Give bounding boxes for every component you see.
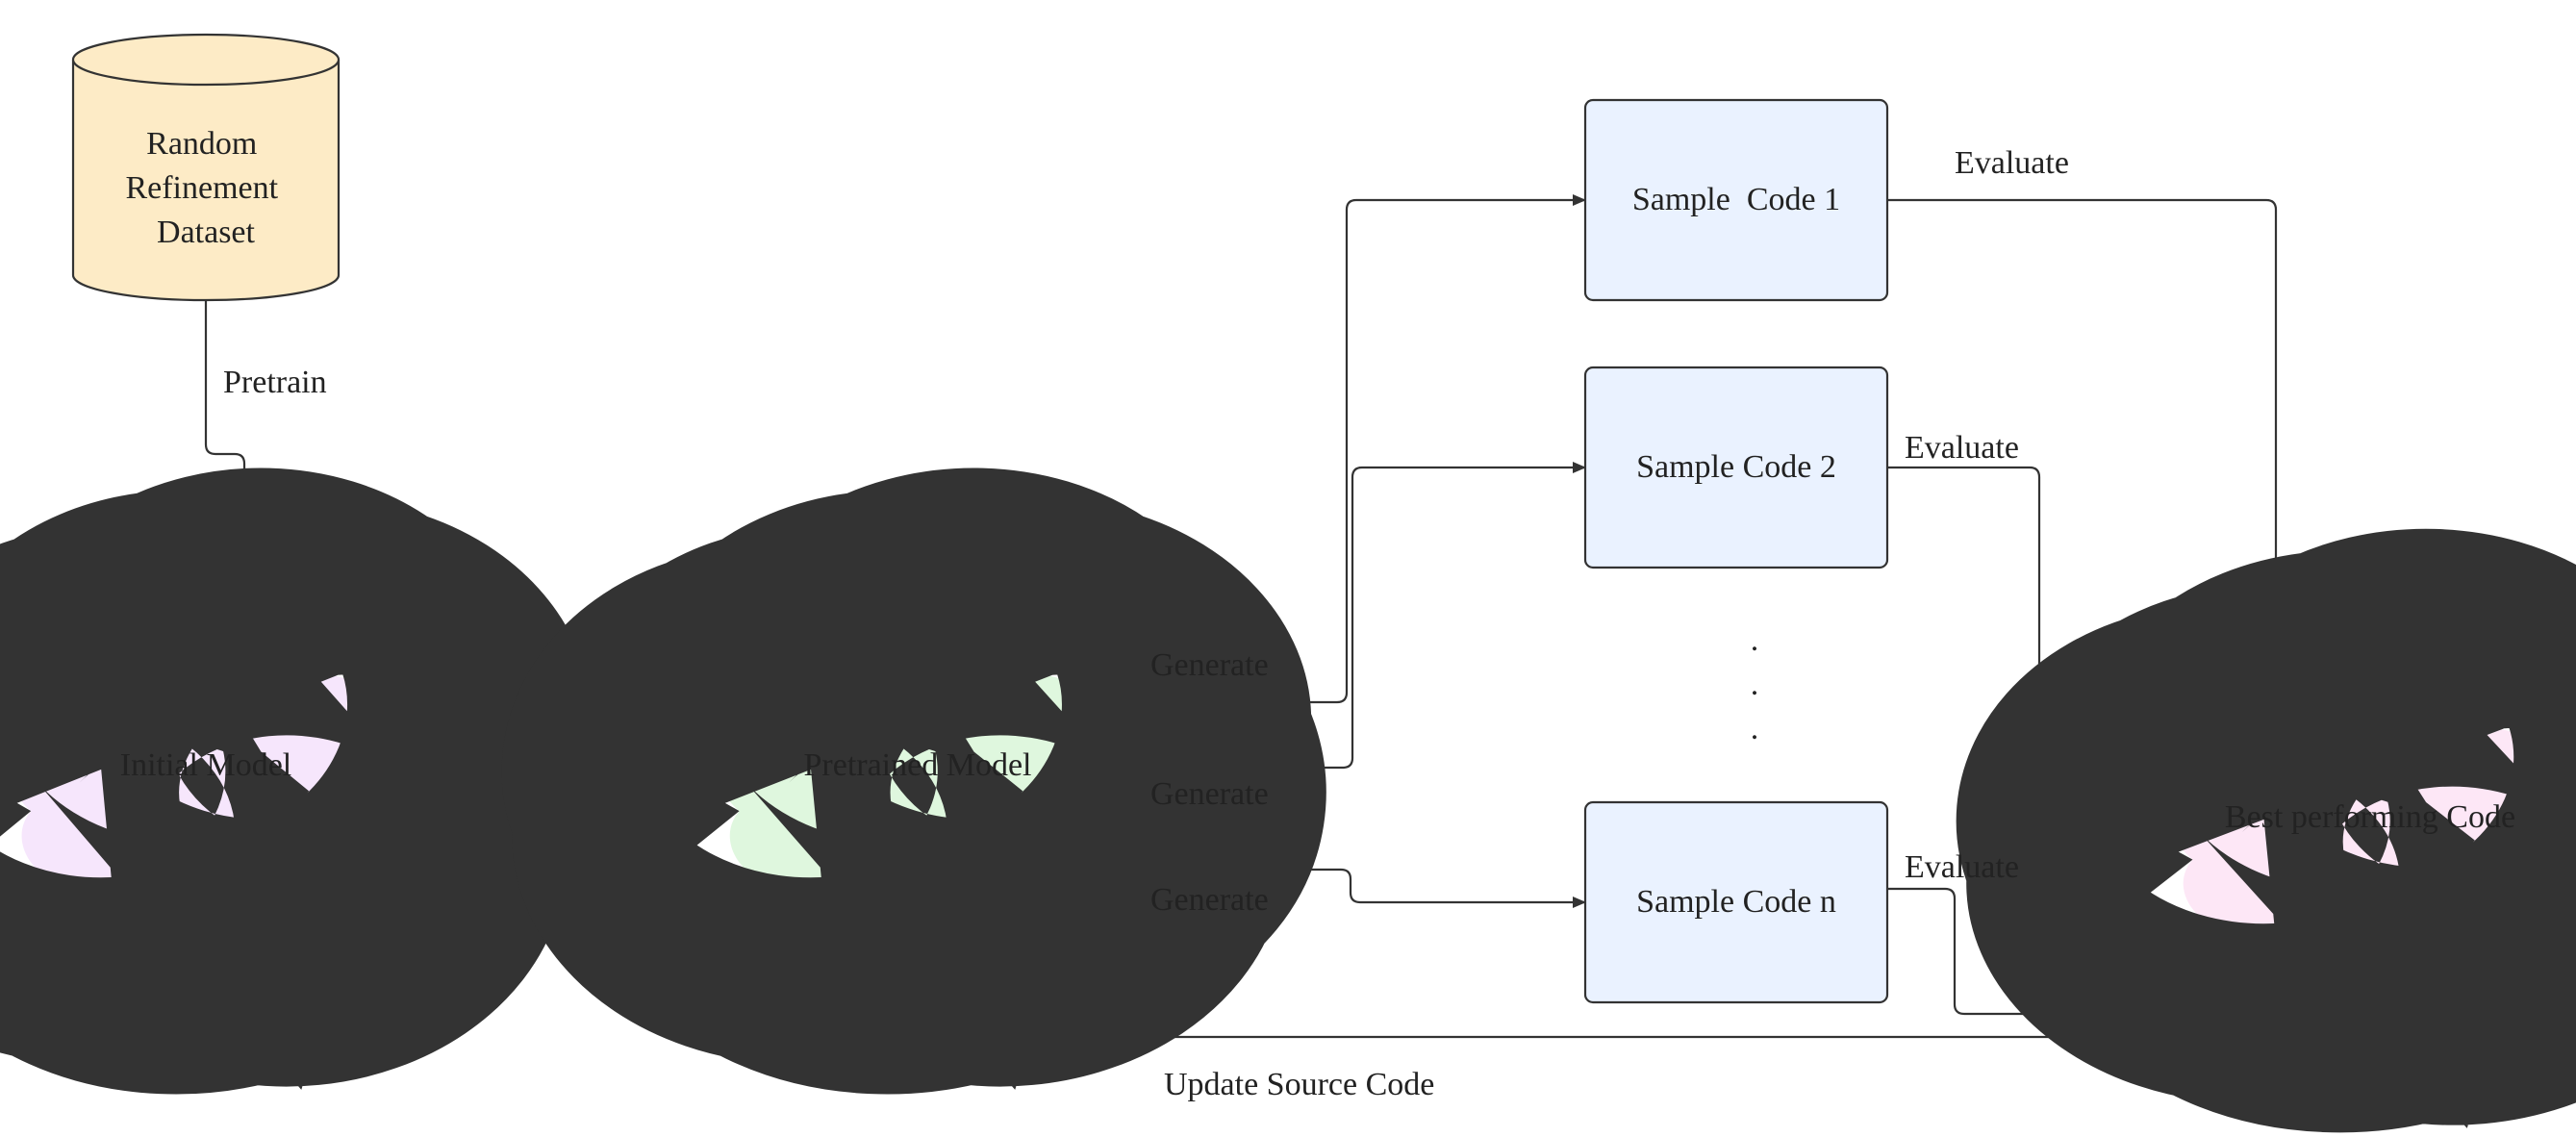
edge-labels: Pretrain Generate Generate Generate Eval… [223, 145, 2069, 1102]
generate-to-sample-n-arrow [1106, 868, 1586, 908]
generate-to-sample-1-arrow [1110, 194, 1586, 704]
sample-code-1-node: Sample Code 1 [1583, 98, 1889, 302]
initial-model-label: Initial Model [120, 747, 291, 783]
evaluate-label-2: Evaluate [1905, 430, 2019, 466]
ellipsis: . . . [1751, 622, 1759, 746]
dataset-label-line-2: Refinement [125, 170, 278, 206]
ellipsis-dot-3: . [1751, 711, 1759, 746]
sample-code-n-node: Sample Code n [1583, 800, 1889, 1004]
dataset-cylinder-top [71, 33, 341, 87]
ellipsis-dot-1: . [1751, 622, 1759, 658]
pretrained-model-label: Pretrained Model [804, 747, 1032, 783]
sample-code-2-label: Sample Code 2 [1636, 449, 1836, 485]
ellipsis-dot-2: . [1751, 667, 1759, 702]
evaluate-label-3: Evaluate [1905, 849, 2019, 885]
dataset-label-line-1: Random [146, 126, 257, 162]
pretrain-arrow [204, 300, 250, 605]
best-performing-code-label: Best performing Code [2225, 799, 2515, 835]
sample-code-2-node: Sample Code 2 [1583, 366, 1889, 569]
sample-code-1-box [1583, 98, 1889, 302]
pretrained-model-node: Pretrained Model [720, 644, 1108, 919]
update-source-code-label: Update Source Code [1164, 1067, 1434, 1102]
generate-label-2: Generate [1150, 776, 1269, 812]
initial-model-node: Initial Model [12, 644, 392, 919]
evaluate-sample-1-arrow [1887, 198, 2282, 688]
dataset-label: Random Refinement Dataset [125, 126, 286, 250]
generate-label-1: Generate [1150, 647, 1269, 683]
dataset-label-line-3: Dataset [157, 215, 256, 250]
best-performing-code-node: Best performing Code [2173, 698, 2560, 964]
generate-to-sample-2-arrow [1118, 462, 1586, 770]
generate-label-3: Generate [1150, 882, 1269, 918]
dataset-cylinder-body [71, 60, 341, 302]
sample-code-n-box [1583, 800, 1889, 1004]
sample-code-2-box [1583, 366, 1889, 569]
sample-code-n-label: Sample Code n [1636, 884, 1836, 920]
evaluate-label-1: Evaluate [1955, 145, 2069, 181]
random-refinement-dataset-node: Random Refinement Dataset [71, 33, 341, 302]
pretrain-label: Pretrain [223, 365, 327, 400]
sample-code-1-label: Sample Code 1 [1632, 182, 1840, 217]
